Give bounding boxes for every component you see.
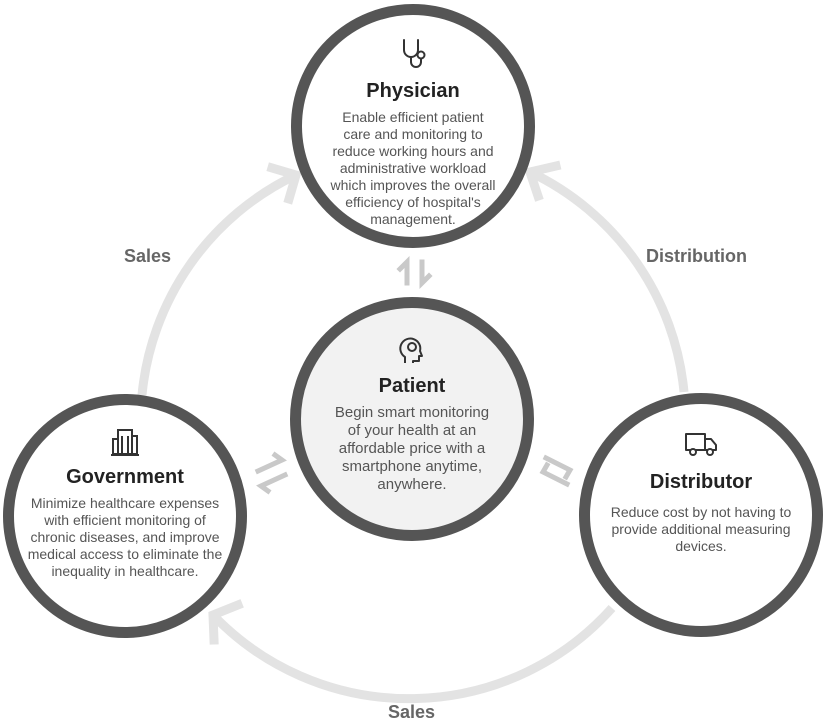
delivery-truck-icon [684,430,718,463]
government-description: Minimize healthcare expenses with effici… [27,495,223,579]
inner-arrows [254,255,574,495]
outer-ring [137,167,689,704]
arrows-patient-government [254,451,289,495]
arrows-patient-distributor [539,454,574,488]
edge-label-sales-left: Sales [124,246,172,266]
stethoscope-icon [396,37,430,76]
physician-title: Physician [366,80,460,102]
arrowhead-to-government [208,599,244,645]
physician-node: Physician Enable efficient patient care … [291,4,535,248]
ring-arc-distribution [528,167,689,393]
distributor-node: Distributor Reduce cost by not having to… [579,393,823,637]
arrowhead-from-physician [524,160,562,202]
arrowhead-to-physician [266,162,302,205]
distributor-title: Distributor [649,471,753,493]
edge-label-sales-bottom: Sales [388,702,436,722]
arrows-physician-patient [396,255,433,290]
ring-arrowheads [208,160,562,645]
ring-arc-sales-left [137,170,298,396]
distributor-description: Reduce cost by not having to provide add… [610,504,792,554]
patient-description: Begin smart monitoring of your health at… [334,404,490,493]
government-title: Government [66,466,184,488]
ring-arc-sales-bottom [209,604,616,704]
government-node: Government Minimize healthcare expenses … [3,394,247,638]
patient-title: Patient [378,375,446,397]
edge-label-distribution: Distribution [646,246,747,266]
patient-node: Patient Begin smart monitoring of your h… [290,297,534,541]
patient-head-icon [396,334,428,371]
physician-description: Enable efficient patient care and monito… [330,109,496,227]
government-building-icon [110,427,140,462]
